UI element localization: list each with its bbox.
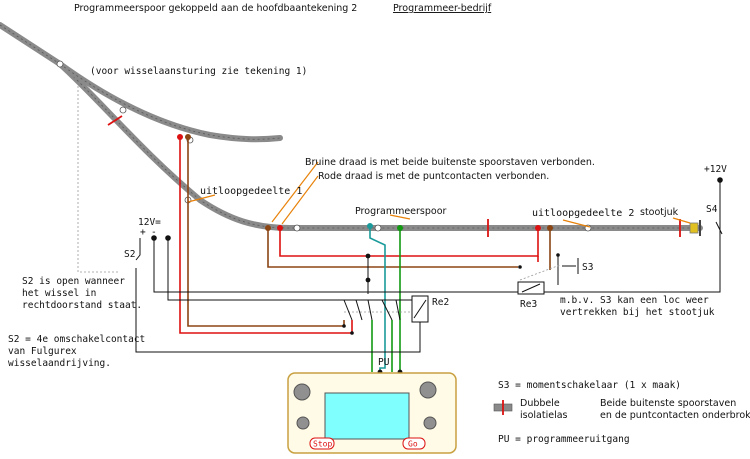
legend-pu: PU = programmeeruitgang bbox=[498, 434, 630, 445]
knob-mid-left[interactable] bbox=[296, 416, 310, 430]
legend-iso-1: Dubbele bbox=[520, 398, 560, 409]
knob-top-right[interactable] bbox=[419, 381, 437, 399]
feeder-green bbox=[397, 225, 403, 231]
supply-12v-left: 12V= bbox=[138, 217, 161, 228]
s2-open-line-2: het wissel in bbox=[22, 288, 96, 299]
programmer-device: Stop Go bbox=[287, 372, 457, 454]
s3-label: S3 bbox=[582, 262, 593, 273]
s4-label: S4 bbox=[706, 204, 718, 215]
buffer-block bbox=[689, 222, 699, 234]
re2-contacts bbox=[343, 299, 401, 321]
re2-label: Re2 bbox=[432, 297, 449, 308]
s2-open-line-3: rechtdoorstand staat. bbox=[22, 300, 142, 311]
guide-lines bbox=[77, 86, 561, 313]
feeder-brown-2 bbox=[265, 225, 271, 231]
mode-label: Programmeer-bedrijf bbox=[393, 3, 492, 14]
runout-1-label: uitloopgedeelte 1 bbox=[200, 186, 302, 197]
go-button[interactable] bbox=[402, 437, 426, 450]
device-screen bbox=[324, 392, 410, 440]
feeder-red-2 bbox=[277, 225, 283, 231]
minus-label: - bbox=[151, 227, 157, 238]
wire-red-note: Rode draad is met de puntcontacten verbo… bbox=[318, 171, 549, 182]
red-wires bbox=[179, 137, 539, 334]
s2-contact-line-2: van Fulgurex bbox=[8, 346, 77, 357]
program-track-label: Programmeerspoor bbox=[355, 206, 447, 217]
stop-button[interactable] bbox=[309, 437, 335, 450]
buffer-label: stootjuk bbox=[640, 207, 679, 218]
feeder-teal bbox=[367, 223, 373, 229]
s2-contact-line-1: S2 = 4e omschakelcontact bbox=[8, 334, 145, 345]
knob-mid-right[interactable] bbox=[423, 416, 437, 430]
switch-note: (voor wisselaansturing zie tekening 1) bbox=[90, 66, 307, 77]
feeder-red-1 bbox=[177, 134, 183, 140]
plus-label: + bbox=[140, 227, 146, 238]
knob-top-left[interactable] bbox=[293, 383, 311, 401]
s2-contact-line-3: wisselaandrijving. bbox=[8, 358, 111, 369]
track-main bbox=[0, 22, 703, 231]
runout-2-label: uitloopgedeelte 2 bbox=[532, 208, 634, 219]
stop-button-label: Stop bbox=[313, 440, 332, 449]
brown-wires bbox=[187, 137, 551, 327]
legend-isolation-symbol bbox=[493, 400, 513, 415]
s2-open-line-1: S2 is open wanneer bbox=[22, 276, 125, 287]
legend-iso-desc-1: Beide buitenste spoorstaven bbox=[600, 398, 736, 409]
teal-wire bbox=[369, 226, 386, 372]
track-layout bbox=[0, 22, 703, 236]
re3-label: Re3 bbox=[520, 299, 537, 310]
s2-label: S2 bbox=[124, 249, 135, 260]
track-contacts bbox=[56, 60, 592, 232]
feeder-brown-1 bbox=[185, 134, 191, 140]
annotation-arrows bbox=[187, 161, 691, 228]
feeder-brown-3 bbox=[547, 225, 553, 231]
s3-note-line-1: m.b.v. S3 kan een loc weer bbox=[560, 295, 709, 306]
isolation-joints bbox=[107, 115, 681, 237]
wire-brown-note: Bruine draad is met beide buitenste spoo… bbox=[305, 157, 595, 168]
diagram-title: Programmeerspoor gekoppeld aan de hoofdb… bbox=[74, 3, 307, 14]
supply-12v-right: +12V bbox=[704, 164, 727, 175]
legend-iso-2: isolatielas bbox=[520, 410, 568, 421]
s3-note-line-2: vertrekken bij het stootjuk bbox=[560, 307, 715, 318]
feeder-red-3 bbox=[535, 225, 541, 231]
legend-iso-desc-2: en de puntcontacten onderbroken. bbox=[600, 410, 750, 421]
go-button-label: Go bbox=[408, 440, 418, 449]
drawing-number: tekening 2 bbox=[307, 3, 357, 14]
legend-s3: S3 = momentschakelaar (1 x maak) bbox=[498, 380, 681, 391]
pu-label: PU bbox=[378, 357, 390, 368]
